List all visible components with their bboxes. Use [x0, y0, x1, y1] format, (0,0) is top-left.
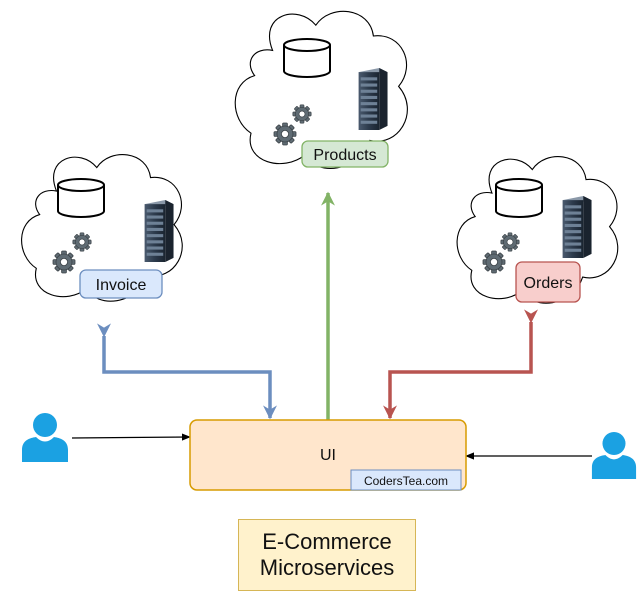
products-label-box — [301, 140, 389, 168]
user-icon — [22, 413, 68, 462]
server-rack-icon — [562, 196, 592, 258]
database-icon — [495, 178, 543, 218]
caption-line-1: E-Commerce — [262, 529, 392, 554]
diagram-caption: E-Commerce Microservices — [238, 519, 416, 591]
ui-label: UI — [320, 447, 336, 464]
orders-service: Orders — [456, 155, 619, 305]
products-service: Products — [234, 10, 409, 170]
orders-label: Orders — [524, 275, 573, 292]
server-rack-icon — [358, 68, 388, 130]
watermark-box — [350, 469, 462, 491]
orders-connector — [383, 309, 538, 420]
database-icon — [57, 178, 105, 218]
left-user-connector — [71, 433, 191, 441]
server-rack-icon — [144, 200, 174, 262]
invoice-label-box — [79, 269, 163, 299]
invoice-label: Invoice — [96, 277, 147, 294]
invoice-service: Invoice — [20, 153, 184, 303]
caption-line-2: Microservices — [259, 555, 395, 580]
database-icon — [283, 38, 331, 78]
invoice-connector — [97, 323, 277, 420]
user-icon — [591, 431, 637, 479]
orders-label-box — [515, 261, 581, 303]
watermark-label: CodersTea.com — [364, 474, 448, 488]
products-label: Products — [313, 147, 376, 164]
ui-component: UI CodersTea.com — [189, 419, 467, 491]
